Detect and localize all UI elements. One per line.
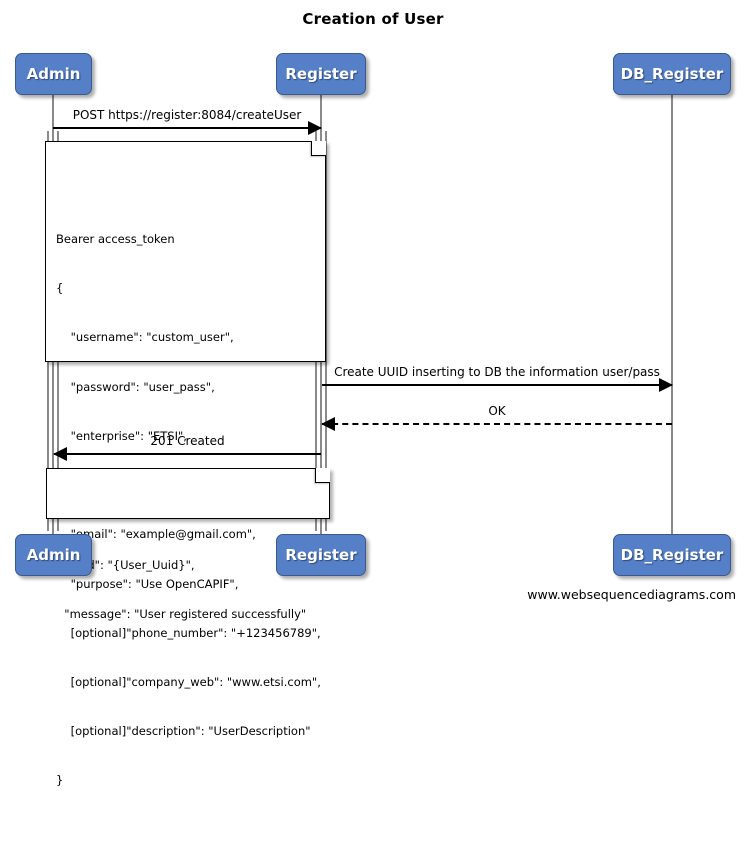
participant-label: Register	[285, 546, 357, 564]
participant-register-bottom[interactable]: Register	[276, 534, 366, 576]
participant-label: DB_Register	[620, 546, 724, 564]
note-line: "email": "example@gmail.com",	[56, 527, 256, 542]
participant-label: Admin	[26, 546, 81, 564]
note-line: "purpose": "Use OpenCAPIF",	[56, 576, 239, 591]
note-line: Bearer access_token	[56, 232, 175, 247]
note-line: }	[56, 773, 64, 788]
message-label: OK	[488, 404, 506, 418]
participant-db-register-bottom[interactable]: DB_Register	[613, 534, 731, 576]
arrowhead-left-icon	[321, 417, 335, 431]
arrowhead-right-icon	[659, 378, 673, 392]
arrowhead-right-icon	[308, 121, 322, 135]
message-line	[54, 453, 321, 455]
note-line: "message": "User registered successfully…	[57, 607, 307, 622]
participant-admin-top[interactable]: Admin	[15, 53, 92, 95]
note-line: "enterprise": "ETSI",	[56, 428, 187, 443]
note-line: "password": "user_pass",	[56, 379, 215, 394]
watermark: www.websequencediagrams.com	[527, 587, 736, 602]
message-line	[322, 384, 672, 386]
page-title: Creation of User	[302, 10, 444, 28]
note-line: [optional]"description": "UserDescriptio…	[56, 724, 311, 739]
note-line: {	[56, 281, 64, 296]
message-line	[322, 423, 672, 425]
arrowhead-left-icon	[53, 447, 67, 461]
note-line: "username": "custom_user",	[56, 330, 234, 345]
participant-label: DB_Register	[620, 65, 724, 83]
sequence-diagram-canvas: Creation of User Admin Register DB_Regis…	[15, 10, 736, 787]
note-request-body: Bearer access_token { "username": "custo…	[45, 141, 326, 787]
lifeline-db-register	[671, 94, 673, 534]
message-line	[53, 127, 321, 129]
note-line: [optional]"company_web": "www.etsi.com",	[56, 675, 321, 689]
participant-db-register-top[interactable]: DB_Register	[613, 53, 731, 95]
note-fold-corner-icon	[311, 141, 326, 156]
participant-admin-bottom[interactable]: Admin	[15, 534, 92, 576]
message-label: 201 Created	[150, 434, 225, 448]
note-response-body: "uuid": "{User_Uuid}", "message": "User …	[46, 468, 330, 621]
participant-register-top[interactable]: Register	[276, 53, 366, 95]
message-label: POST https://register:8084/createUser	[72, 108, 302, 122]
note-fold-corner-icon	[315, 468, 330, 483]
message-label: Create UUID inserting to DB the informat…	[334, 365, 660, 379]
participant-label: Register	[285, 65, 357, 83]
participant-label: Admin	[26, 65, 81, 83]
